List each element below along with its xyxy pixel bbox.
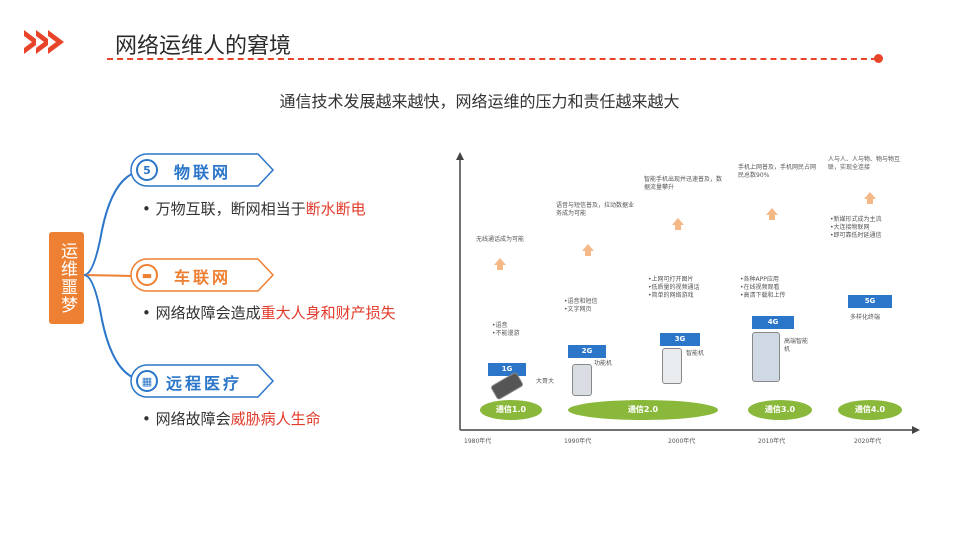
gen-5g: 5G xyxy=(848,295,892,308)
arrow-up-icon xyxy=(672,218,684,230)
gen-4g: 4G xyxy=(752,316,794,329)
device-3g-label: 智能机 xyxy=(686,350,705,357)
item-iot-title: 物联网 xyxy=(174,163,232,182)
item-iot-bullet: • 万物互联，断网相当于断水断电 xyxy=(142,200,366,218)
pill-outline xyxy=(130,364,275,398)
gen-2g: 2G xyxy=(568,345,606,358)
item-telemedicine-title: 远程医疗 xyxy=(166,374,243,393)
hospital-icon: ▦ xyxy=(136,370,158,392)
arrow-up-icon xyxy=(494,258,506,270)
title-divider xyxy=(107,58,877,60)
caption-2: 语音与短信普及，拉动数据业务成为可能 xyxy=(556,202,635,217)
gen-1g: 1G xyxy=(488,363,526,376)
high-end-smartphone-icon xyxy=(752,332,780,382)
era-3: 通信3.0 xyxy=(748,400,812,420)
item-iov-title: 车联网 xyxy=(174,268,232,287)
caption-1: 无线通话成为可能 xyxy=(476,236,525,243)
item-iov-bullet: • 网络故障会造成重大人身和财产损失 xyxy=(142,304,396,322)
item-iov: ▬ 车联网 xyxy=(130,258,275,292)
item-telemedicine-bullet: • 网络故障会威胁病人生命 xyxy=(142,410,321,428)
arrow-up-icon xyxy=(864,192,876,204)
device-2g-label: 功能机 xyxy=(594,360,613,367)
note-5g: •新媒形式成为主流 •大连接物联网 •即可靠低时延通信 xyxy=(830,216,882,239)
arrow-up-icon xyxy=(766,208,778,220)
figure-axes xyxy=(456,152,920,434)
year-5: 2020年代 xyxy=(854,438,882,445)
page-title: 网络运维人的窘境 xyxy=(115,34,292,59)
device-4g-label: 高端智能机 xyxy=(784,338,809,353)
bullet-text: 网络故障会 xyxy=(155,410,231,428)
note-4g: •各种APP应用 •在线视频观看 •高清下载和上传 xyxy=(740,276,786,299)
pill-outline xyxy=(130,153,275,187)
pill-outline xyxy=(130,258,275,292)
era-1: 通信1.0 xyxy=(480,400,542,420)
bullet-highlight: 断水断电 xyxy=(305,200,366,218)
year-1: 1980年代 xyxy=(464,438,492,445)
year-3: 2000年代 xyxy=(668,438,696,445)
note-1g: •语音 •不能漫游 xyxy=(492,322,520,337)
item-iot: 5 物联网 xyxy=(130,153,275,187)
side-label: 运维噩梦 xyxy=(49,232,84,324)
bullet-highlight: 威胁病人生命 xyxy=(230,410,321,428)
feature-phone-icon xyxy=(572,364,592,396)
item-telemedicine: ▦ 远程医疗 xyxy=(130,364,275,398)
bracket-lines xyxy=(84,172,135,379)
caption-3: 智能手机出现并迅速普及，数据流量攀升 xyxy=(644,176,723,191)
device-5g-label: 多样化终端 xyxy=(850,314,881,321)
evolution-figure: 通信1.0 通信2.0 通信3.0 通信4.0 1980年代 1990年代 20… xyxy=(452,152,922,452)
title-divider-dot xyxy=(874,54,883,63)
5g-icon: 5 xyxy=(136,159,158,181)
page-subtitle: 通信技术发展越来越快，网络运维的压力和责任越来越大 xyxy=(279,92,680,111)
note-2g: •语音和短信 •文字网页 xyxy=(564,298,598,313)
smartphone-icon xyxy=(662,348,682,384)
note-3g: •上网可打开图片 •低质量的视频通话 •简单的网络游戏 xyxy=(648,276,700,299)
era-2: 通信2.0 xyxy=(568,400,718,420)
bullet-highlight: 重大人身和财产损失 xyxy=(260,304,396,322)
arrow-up-icon xyxy=(582,244,594,256)
bullet-text: 网络故障会造成 xyxy=(155,304,261,322)
caption-5: 人与人、人与物、物与物互联，实现全连接 xyxy=(828,156,901,171)
car-icon: ▬ xyxy=(136,264,158,286)
device-1g-label: 大哥大 xyxy=(536,378,555,385)
year-4: 2010年代 xyxy=(758,438,786,445)
gen-3g: 3G xyxy=(660,333,700,346)
era-4: 通信4.0 xyxy=(838,400,902,420)
year-2: 1990年代 xyxy=(564,438,592,445)
caption-4: 手机上网普及，手机网民占网民总数90% xyxy=(738,164,817,179)
header-chevrons-icon xyxy=(24,30,64,54)
bullet-text: 万物互联，断网相当于 xyxy=(155,200,306,218)
